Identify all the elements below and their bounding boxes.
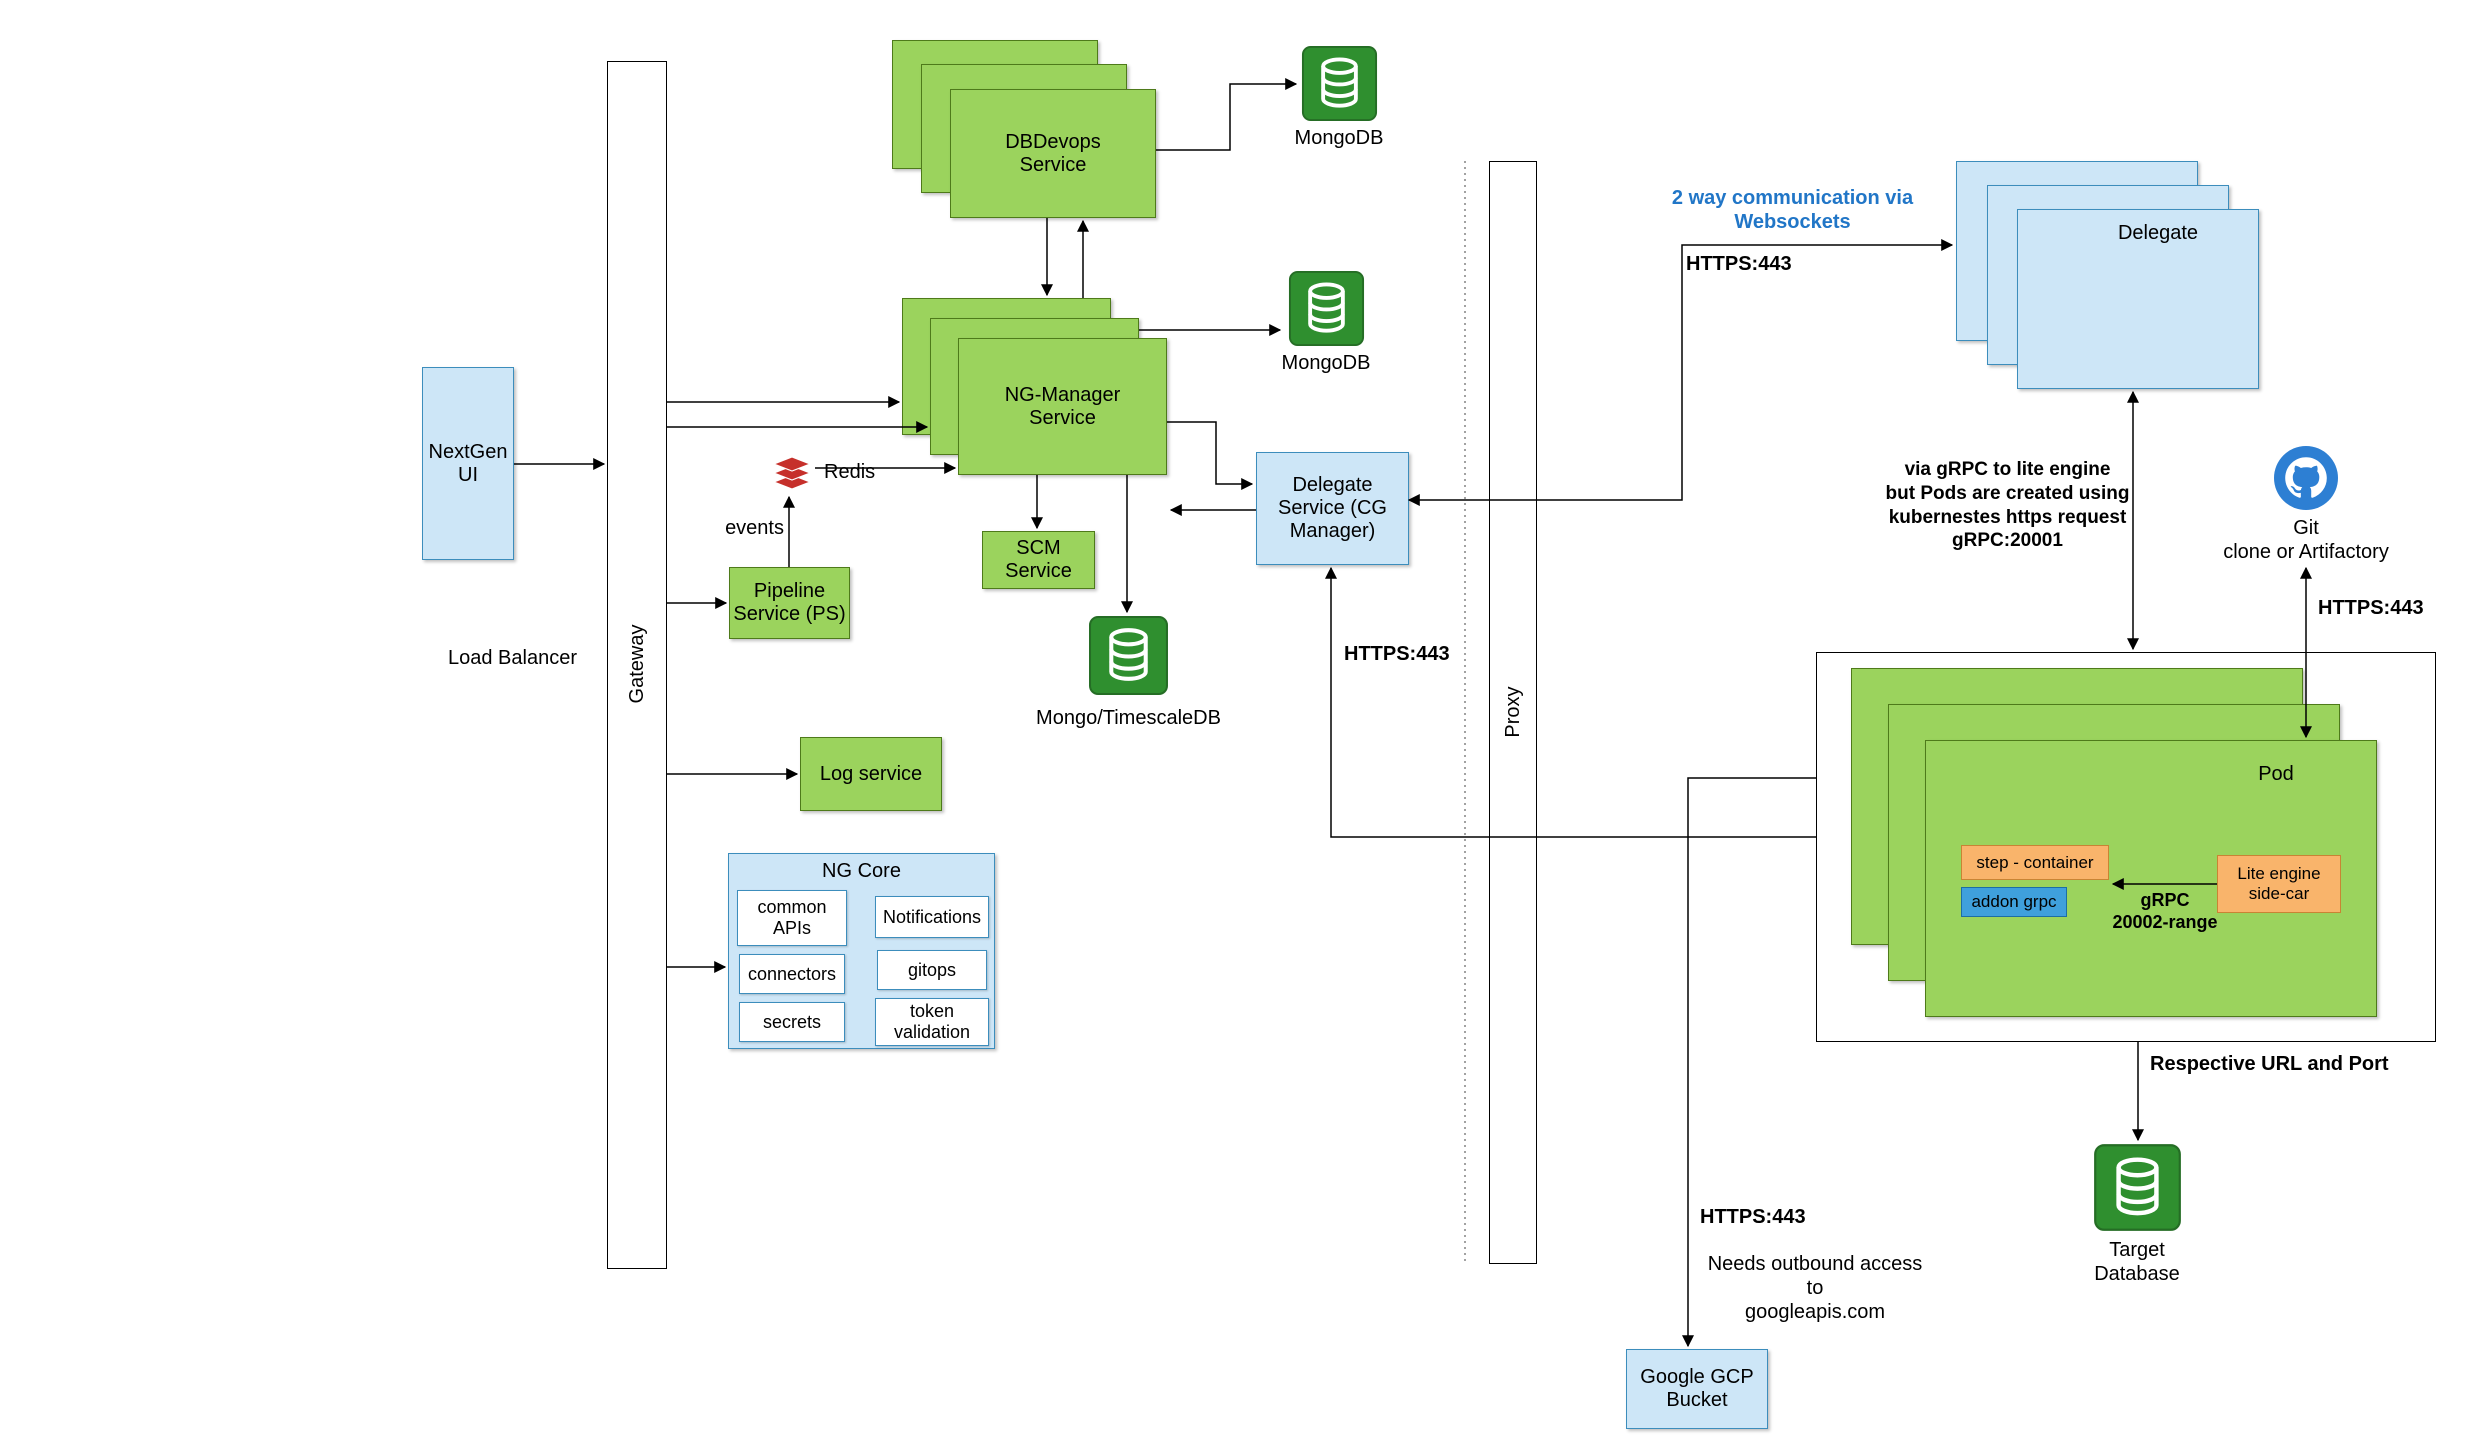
ng-core-item-connectors: connectors bbox=[739, 954, 845, 994]
redis-icon bbox=[770, 451, 814, 495]
node-scm-service: SCM Service bbox=[982, 531, 1095, 589]
mongodb-icon bbox=[1301, 45, 1378, 122]
node-gateway bbox=[607, 61, 667, 1269]
pod-label: Pod bbox=[2258, 763, 2294, 785]
mongodb-top-label: MongoDB bbox=[1294, 127, 1384, 149]
https-websockets-label: HTTPS:443 bbox=[1686, 253, 1792, 275]
node-log-service: Log service bbox=[800, 737, 942, 811]
websockets-annotation: 2 way communication via Websockets bbox=[1671, 187, 1914, 233]
target-database-label: Target Database bbox=[2094, 1239, 2180, 1285]
ng-core-item-notifications: Notifications bbox=[875, 896, 989, 938]
node-delegate: Delegate bbox=[2017, 209, 2259, 389]
git-label: Git clone or Artifactory bbox=[2223, 517, 2389, 563]
node-ng-manager-service: NG-Manager Service bbox=[958, 338, 1167, 475]
ng-core-title: NG Core bbox=[822, 860, 901, 882]
node-gcp-bucket: Google GCP Bucket bbox=[1626, 1349, 1768, 1429]
mongo-timescale-icon bbox=[1088, 615, 1169, 696]
ng-core-item-common-apis: common APIs bbox=[737, 890, 847, 946]
load-balancer-label: Load Balancer bbox=[448, 647, 577, 669]
gateway-label: Gateway bbox=[626, 624, 648, 704]
https-git-label: HTTPS:443 bbox=[2318, 597, 2424, 619]
ng-core-item-token-validation: token validation bbox=[875, 998, 989, 1046]
node-lite-engine-sidecar: Lite engine side-car bbox=[2217, 855, 2341, 913]
node-dbdevops-service: DBDevops Service bbox=[950, 89, 1156, 218]
node-step-container: step - container bbox=[1961, 845, 2109, 880]
mongo-timescale-label: Mongo/TimescaleDB bbox=[1036, 707, 1221, 729]
delegate-label: Delegate bbox=[2117, 222, 2199, 244]
target-database-icon bbox=[2093, 1143, 2182, 1232]
arrow-pod-to-delegate-service bbox=[1325, 566, 1816, 838]
proxy-label: Proxy bbox=[1502, 686, 1524, 738]
node-ng-core: NG Core common APIs Notifications connec… bbox=[728, 853, 995, 1049]
events-label: events bbox=[725, 517, 784, 539]
redis-label: Redis bbox=[824, 461, 876, 483]
outbound-access-label: Needs outbound access to googleapis.com bbox=[1707, 1253, 1923, 1323]
https-delegate-label: HTTPS:443 bbox=[1344, 643, 1450, 665]
ng-core-item-secrets: secrets bbox=[739, 1002, 845, 1042]
node-delegate-service-cg-manager: Delegate Service (CG Manager) bbox=[1256, 452, 1409, 565]
mongodb-mid-label: MongoDB bbox=[1281, 352, 1371, 374]
node-pipeline-service: Pipeline Service (PS) bbox=[729, 567, 850, 639]
node-addon-grpc: addon grpc bbox=[1961, 887, 2067, 917]
grpc-note-annotation: via gRPC to lite engine but Pods are cre… bbox=[1885, 459, 2130, 552]
grpc-range-label: gRPC 20002-range bbox=[2112, 890, 2218, 932]
arrow-ngmanager-to-delegate-service bbox=[1167, 421, 1254, 490]
ng-core-item-gitops: gitops bbox=[877, 950, 987, 990]
https-gcp-label: HTTPS:443 bbox=[1700, 1206, 1806, 1228]
respective-url-label: Respective URL and Port bbox=[2150, 1053, 2389, 1075]
git-icon bbox=[2272, 444, 2340, 512]
mongodb-icon bbox=[1288, 270, 1365, 347]
node-nextgen-ui: NextGen UI bbox=[422, 367, 514, 560]
